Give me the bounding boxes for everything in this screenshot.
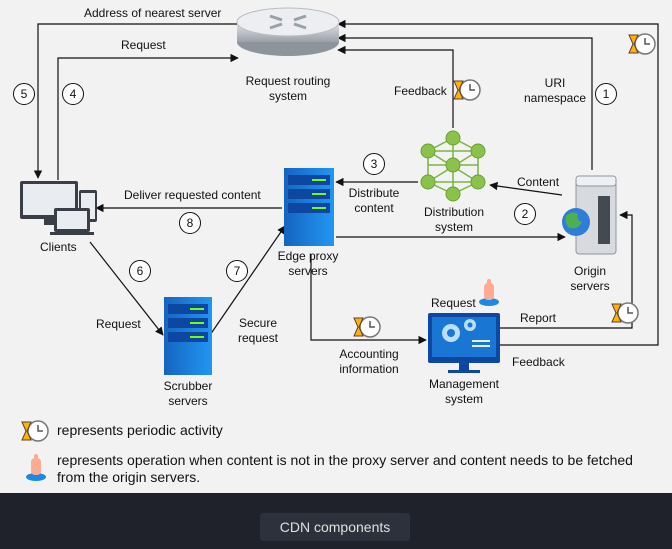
label-distribute-content: Distribute content (348, 186, 400, 215)
distribution-network-icon (420, 130, 486, 202)
on-demand-hand-icon (479, 279, 499, 306)
label-report: Report (520, 311, 557, 325)
label-request-scrubber: Request (96, 317, 141, 331)
node-edge-proxy-servers: Edge proxy servers (277, 249, 339, 278)
edge-request-to-routing (57, 53, 239, 180)
step-3: 3 (363, 153, 385, 175)
step-8: 8 (179, 212, 201, 234)
step-7: 7 (226, 260, 248, 282)
node-scrubber-servers: Scrubber servers (163, 379, 213, 408)
periodic-activity-icon (611, 302, 639, 324)
edge-accounting (310, 254, 427, 345)
periodic-activity-icon (628, 33, 656, 55)
label-address-of-nearest-server: Address of nearest server (84, 6, 222, 20)
step-5: 5 (13, 83, 35, 105)
edge-content (489, 181, 563, 196)
legend-periodic-activity-icon (21, 420, 49, 442)
node-distribution-system: Distribution system (423, 205, 485, 234)
label-feedback-management: Feedback (512, 355, 565, 369)
node-clients: Clients (40, 240, 77, 254)
origin-server-icon (562, 175, 617, 255)
label-uri-namespace: URI namespace (523, 76, 587, 105)
label-content: Content (517, 175, 560, 189)
label-accounting-information: Accounting information (339, 347, 399, 376)
periodic-activity-icon (353, 316, 381, 338)
management-monitor-icon (428, 313, 500, 373)
node-origin-servers: Origin servers (570, 264, 610, 293)
step-1: 1 (595, 83, 617, 105)
edge-feedback-distribution (337, 45, 454, 128)
label-deliver-requested-content: Deliver requested content (124, 188, 261, 202)
figure-caption: CDN components (260, 513, 410, 541)
router-icon (236, 7, 340, 56)
edge-address-of-nearest-server (33, 23, 240, 179)
diagram-canvas: Address of nearest server Request URI na… (0, 0, 672, 493)
label-feedback-distribution: Feedback (394, 84, 447, 98)
edge-secure-request (209, 225, 286, 336)
connectors (33, 19, 659, 346)
step-6: 6 (129, 260, 151, 282)
clients-devices-icon (20, 181, 97, 235)
label-request-management: Request (431, 296, 476, 310)
step-4: 4 (62, 83, 84, 105)
label-request-top: Request (121, 38, 166, 52)
edge-proxy-server-icon (284, 168, 334, 246)
edge-uri-namespace (337, 33, 593, 170)
edge-request-scrubber (89, 241, 164, 336)
diagram-svg (20, 7, 659, 481)
legend-periodic-text: represents periodic activity (57, 422, 223, 438)
periodic-activity-icon (453, 79, 481, 101)
label-secure-request: Secure request (237, 316, 279, 345)
scrubber-server-icon (164, 297, 212, 375)
node-management-system: Management system (428, 377, 500, 406)
edge-feedback-loop (337, 19, 659, 346)
step-2: 2 (514, 203, 536, 225)
legend-on-demand-text: represents operation when content is not… (57, 452, 633, 485)
node-request-routing-system: Request routing system (245, 74, 331, 103)
edge-report (500, 210, 633, 329)
legend-on-demand-hand-icon (26, 454, 46, 481)
